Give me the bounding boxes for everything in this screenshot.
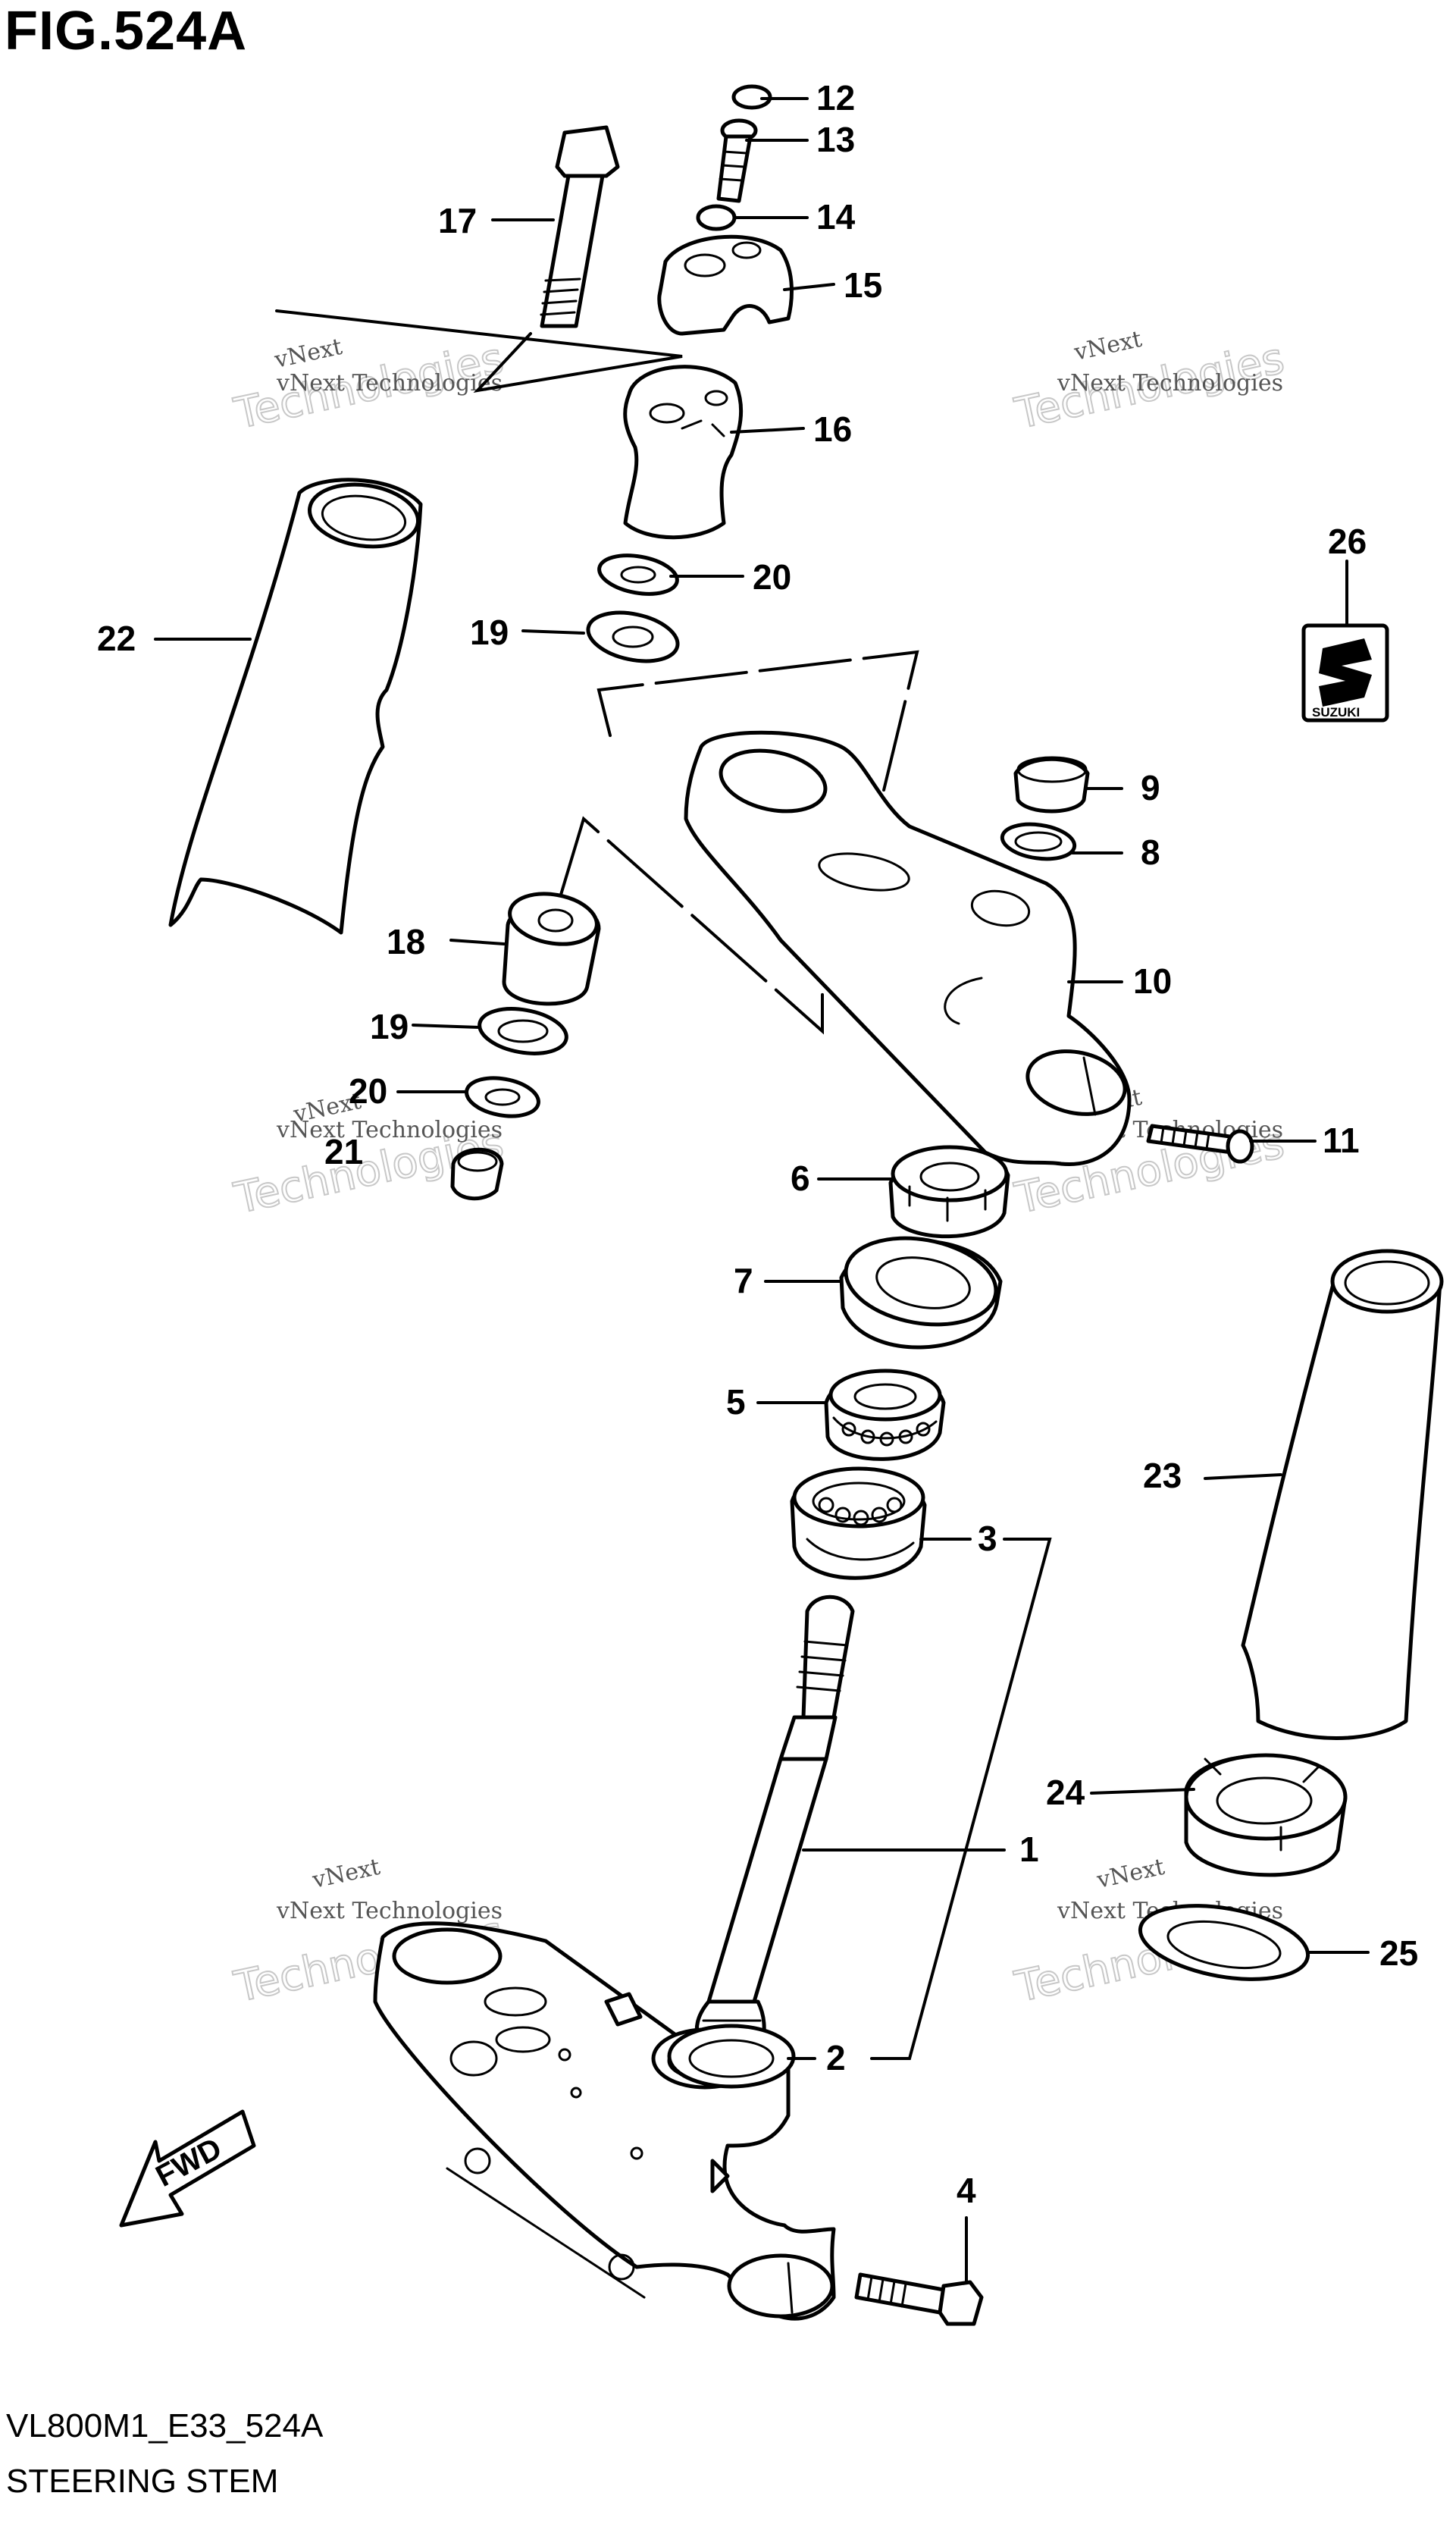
callout-7: 7 <box>734 1261 753 1300</box>
part-19-washer-lower <box>478 1007 568 1055</box>
part-6-stem-nut <box>888 1145 1010 1239</box>
svg-text:vNext: vNext <box>309 1854 382 1894</box>
part-11-bolt <box>1146 1124 1254 1164</box>
callout-15: 15 <box>844 265 882 305</box>
part-10-upper-bracket <box>684 730 1132 1167</box>
figure-code: VL800M1_E33_524A <box>6 2407 324 2444</box>
callout-20-upper: 20 <box>753 557 791 597</box>
callout-25: 25 <box>1379 1933 1418 1973</box>
figure-name: STEERING STEM <box>6 2463 279 2500</box>
svg-text:vNext Technologies: vNext Technologies <box>1057 370 1283 397</box>
part-3-bearing-lower <box>790 1466 927 1580</box>
callout-24: 24 <box>1046 1773 1085 1812</box>
part-13-screw <box>716 118 758 203</box>
callout-16: 16 <box>813 409 852 449</box>
part-20-washer-upper <box>597 553 679 596</box>
svg-text:vNext: vNext <box>271 334 344 374</box>
part-25-washer <box>1138 1904 1310 1981</box>
callout-21: 21 <box>324 1132 363 1171</box>
part-5-bearing-upper <box>824 1369 946 1461</box>
part-21-nut <box>450 1147 504 1201</box>
svg-text:vNext Technologies: vNext Technologies <box>276 370 503 397</box>
emblem-brand-text: SUZUKI <box>1312 705 1360 720</box>
part-16-holder-lower <box>623 365 744 540</box>
part-1-steering-stem <box>373 1594 855 2321</box>
part-9-cap-nut <box>1013 756 1090 814</box>
callout-3: 3 <box>978 1519 997 1558</box>
part-8-washer <box>1000 822 1077 861</box>
part-22-fork-cover <box>168 478 423 935</box>
forward-direction-arrow: FWD <box>119 2109 256 2228</box>
leader-lines <box>154 97 1370 2284</box>
callout-6: 6 <box>791 1159 810 1198</box>
part-26-emblem: SUZUKI <box>1301 623 1389 723</box>
svg-text:vNext: vNext <box>1094 1854 1166 1894</box>
callout-14: 14 <box>816 197 856 237</box>
part-20-washer-lower <box>465 1076 540 1118</box>
callout-9: 9 <box>1141 768 1160 807</box>
part-18-spacer <box>502 892 601 1006</box>
callout-23: 23 <box>1143 1456 1182 1495</box>
svg-text:vNext Technologies: vNext Technologies <box>276 1898 503 1924</box>
figure-title: FIG.524A <box>5 1 248 61</box>
callout-22: 22 <box>97 619 136 658</box>
part-14-washer <box>696 204 737 231</box>
callout-19-lower: 19 <box>370 1007 409 1046</box>
part-19-washer-upper <box>586 610 680 663</box>
part-2-seal <box>667 2024 796 2089</box>
callout-1: 1 <box>1019 1830 1039 1869</box>
callout-11: 11 <box>1323 1121 1360 1160</box>
callout-4: 4 <box>957 2171 976 2210</box>
callout-12: 12 <box>816 78 855 118</box>
part-7-dust-seal <box>839 1236 1003 1350</box>
callout-5: 5 <box>726 1382 746 1422</box>
callout-26: 26 <box>1328 522 1367 561</box>
callout-8: 8 <box>1141 832 1160 872</box>
callout-19-upper: 19 <box>470 613 509 652</box>
assembly-guide-line-left <box>559 816 824 1035</box>
callout-2: 2 <box>826 2038 846 2077</box>
part-15-clamp-upper <box>657 234 794 336</box>
callout-10: 10 <box>1133 961 1172 1001</box>
callout-18: 18 <box>387 922 425 961</box>
part-4-bolt <box>854 2272 984 2326</box>
part-24-ring <box>1184 1753 1348 1877</box>
watermark-2: Technologies vNext vNext Technologies <box>1010 326 1288 440</box>
svg-text:vNext Technologies: vNext Technologies <box>276 1117 503 1143</box>
callout-13: 13 <box>816 120 855 159</box>
watermark-1: Technologies vNext vNext Technologies <box>229 333 508 440</box>
callout-17: 17 <box>438 201 477 240</box>
callout-20-lower: 20 <box>349 1071 387 1111</box>
part-17-bolt <box>540 125 620 328</box>
callout-numbers: 1 2 3 4 5 6 7 8 9 10 11 12 13 14 15 16 1… <box>97 78 1418 2210</box>
assembly-guide-line-upper <box>275 309 683 393</box>
part-23-fork-cover <box>1241 1249 1444 1740</box>
svg-text:vNext: vNext <box>1071 326 1144 366</box>
assembly-guide-line-lower <box>596 650 919 873</box>
